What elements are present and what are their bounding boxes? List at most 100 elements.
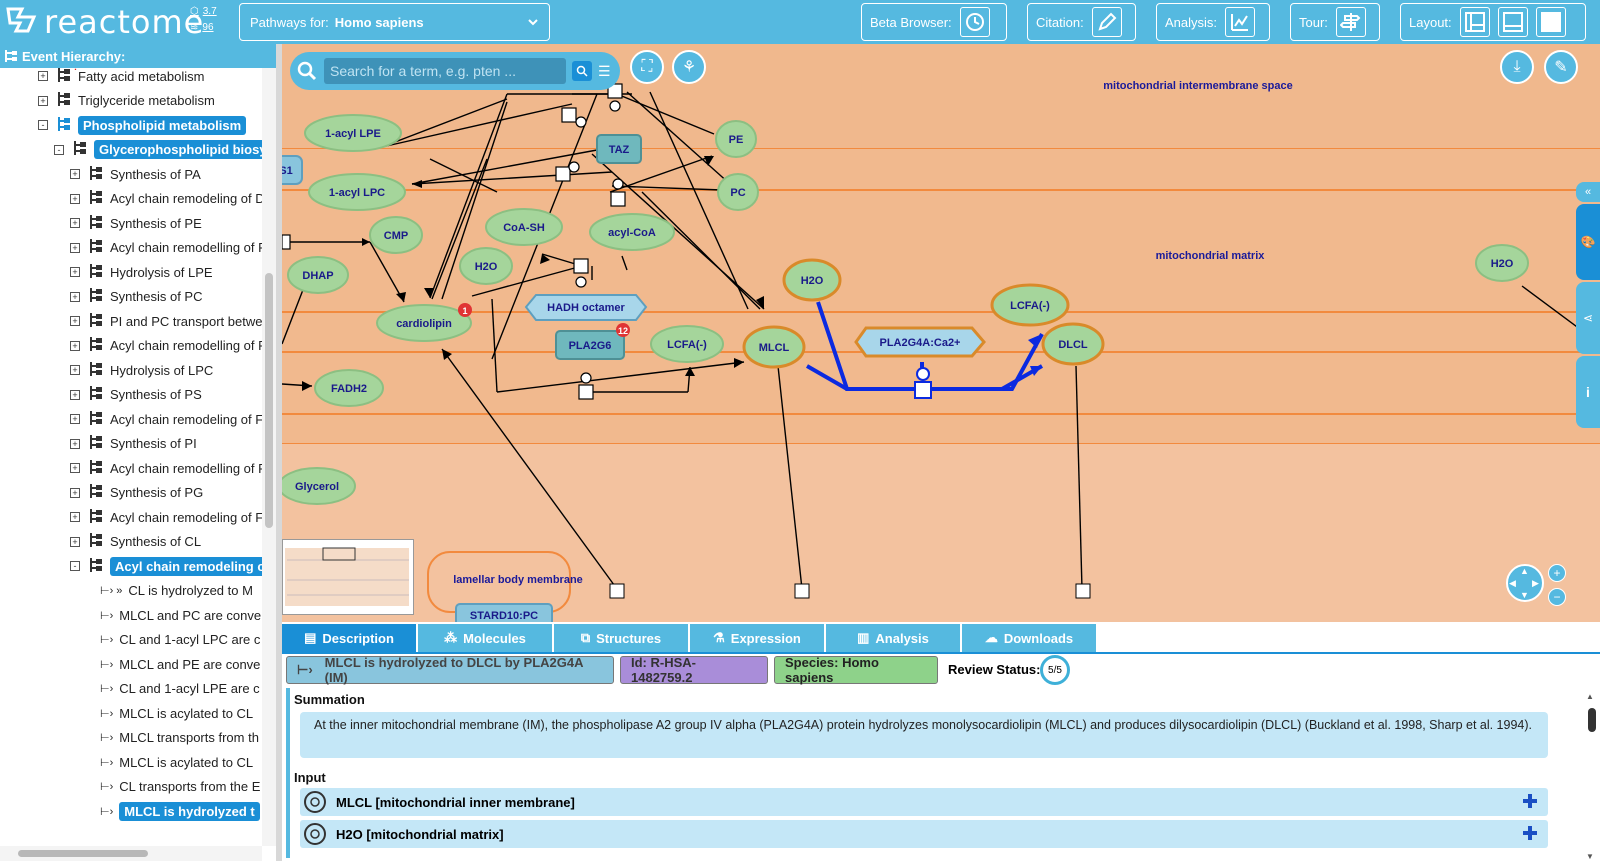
tree-item[interactable]: +Synthesis of PI <box>70 432 197 456</box>
entity-dhap[interactable]: DHAP <box>287 256 349 294</box>
tree-item[interactable]: +Acyl chain remodelling of F <box>70 236 262 260</box>
entity-coa-sh[interactable]: CoA-SH <box>485 208 563 246</box>
tree-item[interactable]: +Synthesis of CL <box>70 530 201 554</box>
tree-item[interactable]: ⊢›CL transports from the E <box>100 775 260 799</box>
tree-item[interactable]: +Acyl chain remodelling of F <box>70 456 262 480</box>
expand-icon[interactable]: + <box>70 242 80 253</box>
input-item[interactable]: MLCL [mitochondrial inner membrane] <box>300 788 1548 816</box>
tree-item[interactable]: +Synthesis of PE <box>70 211 202 235</box>
expand-icon[interactable]: + <box>70 487 80 498</box>
pan-down-icon[interactable]: ▼ <box>1520 590 1529 600</box>
diagram-search-input[interactable] <box>324 58 566 84</box>
download-diagram-button[interactable]: ⤓ <box>1500 50 1534 84</box>
panel-splitter[interactable] <box>276 44 282 861</box>
entity-lcfa-1[interactable]: LCFA(-) <box>650 325 724 363</box>
tree-item[interactable]: +Synthesis of PC <box>70 285 203 309</box>
entity-dlcl[interactable]: DLCL <box>1041 322 1105 366</box>
entity-acyl-coa[interactable]: acyl-CoA <box>589 213 675 251</box>
tree-item[interactable]: ⊢›MLCL is acylated to CL <box>100 701 253 725</box>
search-submit-icon[interactable] <box>572 61 592 81</box>
zoom-in-button[interactable]: + <box>1548 564 1566 582</box>
scroll-up-icon[interactable]: ▲ <box>1586 692 1594 701</box>
tree-horizontal-scrollbar[interactable] <box>0 846 262 861</box>
expand-icon[interactable]: + <box>70 218 80 228</box>
pathway-overview-button[interactable]: ⚘ <box>672 50 706 84</box>
tree-item[interactable]: ⊢›MLCL and PC are conve <box>100 603 261 627</box>
entity-hadh-octamer[interactable]: HADH octamer <box>524 294 648 321</box>
diagram-thumbnail[interactable] <box>282 539 414 615</box>
entity-mlcl[interactable]: MLCL <box>742 325 806 369</box>
entity-pe[interactable]: PE <box>715 120 757 158</box>
scroll-thumb[interactable] <box>1588 708 1596 732</box>
release-link[interactable]: ≋96 <box>190 20 217 36</box>
entity-stard10-pc[interactable]: STARD10:PC <box>455 603 553 622</box>
entity-taz[interactable]: TAZ <box>596 134 642 164</box>
entity-h2o-3[interactable]: H2O <box>1475 244 1529 282</box>
pan-control[interactable] <box>1506 564 1544 602</box>
analysis-button[interactable]: Analysis: <box>1156 3 1270 41</box>
tree-item[interactable]: +Hydrolysis of LPE <box>70 260 213 284</box>
entity-pla2g4a-ca[interactable]: PLA2G4A:Ca2+ <box>854 326 986 358</box>
tree-item[interactable]: ⊢›CL and 1-acyl LPC are c <box>100 628 260 652</box>
expand-icon[interactable]: + <box>70 365 80 375</box>
tree-item[interactable]: ⊢›CL and 1-acyl LPE are c <box>100 677 260 701</box>
expand-icon[interactable]: + <box>70 169 80 179</box>
expand-icon[interactable]: + <box>70 267 80 277</box>
expand-icon[interactable]: + <box>70 389 80 400</box>
layout-full-icon[interactable] <box>1535 7 1566 37</box>
scroll-thumb[interactable] <box>18 850 148 857</box>
tree-item[interactable]: +Synthesis of PA <box>70 162 201 186</box>
tree-item[interactable]: -Acyl chain remodeling c <box>70 554 262 578</box>
fit-diagram-button[interactable]: ⛶ <box>630 50 664 84</box>
expand-icon[interactable]: + <box>70 414 80 424</box>
tree-item[interactable]: +Triglyceride metabolism <box>38 89 215 113</box>
tab-downloads[interactable]: ☁Downloads <box>962 624 1096 652</box>
entity-1-acyl-lpe[interactable]: 1-acyl LPE <box>304 114 402 152</box>
expand-plus-icon[interactable] <box>1522 793 1538 812</box>
collapse-panel-button[interactable]: « <box>1576 182 1600 202</box>
entity-1-acyl-lpc[interactable]: 1-acyl LPC <box>308 173 406 211</box>
input-item[interactable]: H2O [mitochondrial matrix] <box>300 820 1548 848</box>
tree-item[interactable]: +Hydrolysis of LPC <box>70 358 213 382</box>
pan-left-icon[interactable]: ◀ <box>1509 578 1516 588</box>
reactome-logo[interactable]: reactome <box>4 2 204 42</box>
expand-icon[interactable]: + <box>70 512 80 522</box>
collapse-icon[interactable]: - <box>54 144 64 155</box>
entity-h2o-2[interactable]: H2O <box>782 258 842 302</box>
expand-icon[interactable]: + <box>38 95 48 106</box>
illustration-button[interactable]: ✎ <box>1544 50 1578 84</box>
entity-fadh2[interactable]: FADH2 <box>314 369 384 407</box>
beta-browser-button[interactable]: Beta Browser: <box>861 3 1007 41</box>
layout-left-icon[interactable] <box>1459 7 1490 37</box>
species-selector[interactable]: Pathways for: Homo sapiens <box>239 3 550 41</box>
expand-icon[interactable]: + <box>70 536 80 547</box>
entity-cmp[interactable]: CMP <box>369 216 423 254</box>
tree-vertical-scrollbar[interactable] <box>262 68 276 846</box>
tree-item[interactable]: ⊢›MLCL is acylated to CL <box>100 750 253 774</box>
tree-item[interactable]: ⊢›MLCL and PE are conve <box>100 652 260 676</box>
layout-bottom-icon[interactable] <box>1497 7 1528 37</box>
tree-item[interactable]: ⊢› »CL is hydrolyzed to M <box>100 579 253 603</box>
expand-icon[interactable]: + <box>70 438 80 449</box>
pan-right-icon[interactable]: ▶ <box>1532 578 1539 588</box>
tree-item[interactable]: +Acyl chain remodeling of D <box>70 187 262 211</box>
expand-icon[interactable]: + <box>70 340 80 351</box>
tree-item[interactable]: +Acyl chain remodeling of F <box>70 407 262 431</box>
pathway-diagram[interactable]: 1-acyl LPE 1-acyl LPC S1 TAZ PE PC CMP C… <box>282 44 1600 622</box>
tree-item[interactable]: +Synthesis of PG <box>70 481 203 505</box>
tour-button[interactable]: Tour: <box>1290 3 1380 41</box>
tree-item[interactable]: +Acyl chain remodeling of F <box>70 505 262 529</box>
expand-icon[interactable]: + <box>70 463 80 473</box>
info-tab[interactable]: i <box>1576 356 1600 428</box>
details-scrollbar[interactable]: ▲ ▼ <box>1586 692 1598 861</box>
expand-icon[interactable]: + <box>70 316 80 326</box>
tab-description[interactable]: ▤Description <box>282 624 416 652</box>
tree-item[interactable]: -Phospholipid metabolism <box>38 113 247 137</box>
tab-structures[interactable]: ⧉Structures <box>554 624 688 652</box>
search-settings-icon[interactable]: ☰ <box>598 62 611 79</box>
expand-icon[interactable]: + <box>70 291 80 302</box>
zoom-out-button[interactable]: − <box>1548 588 1566 606</box>
tree-item[interactable]: +Synthesis of PS <box>70 383 202 407</box>
tree-item[interactable]: -Glycerophospholipid biosy <box>54 138 262 162</box>
